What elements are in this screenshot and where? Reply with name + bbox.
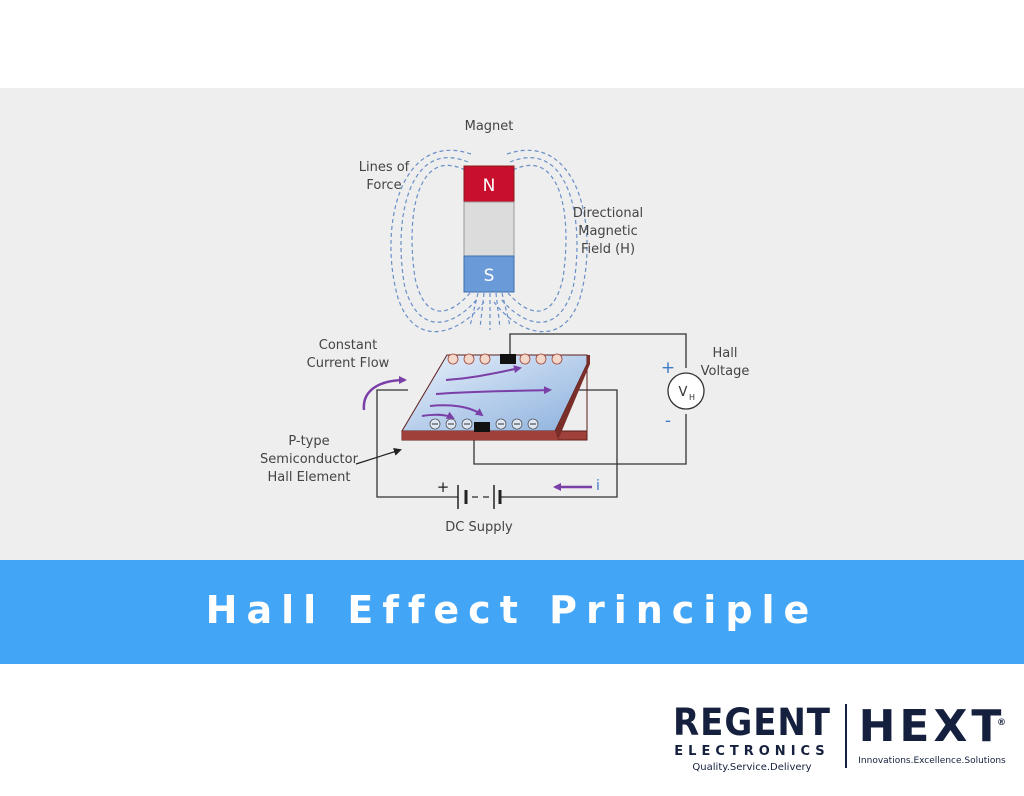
south-pole-label: S <box>484 266 495 286</box>
positive-charges <box>447 353 563 365</box>
lines-of-force-label-2: Force <box>366 178 401 193</box>
element-label-3: Hall Element <box>268 470 351 485</box>
regent-wordmark: REGENT <box>673 701 831 744</box>
magnet-body <box>463 201 515 257</box>
regent-tagline: Quality.Service.Delivery <box>692 762 812 773</box>
hall-voltage-label-2: Voltage <box>701 364 750 379</box>
hall-element-plate <box>401 354 590 441</box>
voltmeter: V H <box>667 372 705 410</box>
lines-of-force-label-1: Lines of <box>359 160 410 175</box>
current-flow-arrows <box>421 365 552 419</box>
north-pole-label: N <box>483 176 496 196</box>
magnet-south-pole <box>463 255 515 293</box>
field-label-2: Magnetic <box>578 224 638 239</box>
dc-battery <box>457 485 502 509</box>
diagram-svg: N S <box>260 119 750 535</box>
voltmeter-subscript: H <box>689 393 695 402</box>
constant-current-arrow <box>362 376 407 411</box>
hext-wordmark: HEXT ® <box>852 704 1012 750</box>
registered-mark: ® <box>997 718 1010 728</box>
magnet-label: Magnet <box>465 119 514 134</box>
regent-electronics-logo: REGENT ELECTRONICS Quality.Service.Deliv… <box>664 704 840 774</box>
bar-magnet: N S <box>463 165 515 293</box>
battery-plus-sign: + <box>437 478 450 496</box>
current-symbol: i <box>596 478 600 494</box>
hext-logo: HEXT ® Innovations.Excellence.Solutions <box>852 704 1012 767</box>
field-label-3: Field (H) <box>581 242 635 257</box>
hext-tagline: Innovations.Excellence.Solutions <box>858 756 1006 766</box>
voltmeter-symbol: V <box>679 385 688 400</box>
negative-charges <box>429 418 539 430</box>
hext-text: HEXT <box>858 701 1006 752</box>
circuit-wires <box>376 333 687 498</box>
voltage-plus-sign: + <box>661 358 675 378</box>
constant-current-label-1: Constant <box>319 338 377 353</box>
field-lines <box>390 149 588 333</box>
electronics-wordmark: ELECTRONICS <box>674 744 830 759</box>
element-label-2: Semiconductor <box>260 452 359 467</box>
hall-effect-diagram: N S <box>0 88 1024 560</box>
dc-supply-label: DC Supply <box>445 520 513 535</box>
field-label-1: Directional <box>573 206 643 221</box>
constant-current-label-2: Current Flow <box>307 356 390 371</box>
top-contact <box>500 354 516 364</box>
bottom-contact <box>474 422 490 432</box>
hall-element-pointer <box>355 448 402 465</box>
voltage-minus-sign: - <box>665 411 671 431</box>
element-label-1: P-type <box>288 434 329 449</box>
footer-logos: REGENT ELECTRONICS Quality.Service.Deliv… <box>0 664 1024 796</box>
logo-divider <box>845 704 847 768</box>
title-banner: Hall Effect Principle <box>0 560 1024 664</box>
top-margin <box>0 0 1024 88</box>
page-title: Hall Effect Principle <box>205 588 819 632</box>
hall-voltage-label-1: Hall <box>713 346 738 361</box>
